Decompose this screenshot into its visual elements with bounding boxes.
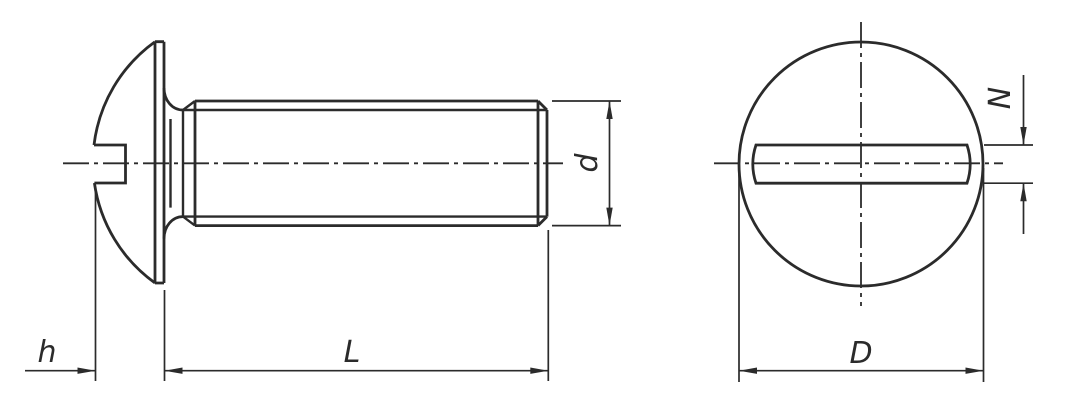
head-circle [737, 40, 985, 288]
dimension-h: h [25, 188, 97, 381]
head-dome-arc [92, 40, 156, 285]
dimension-big-d-arrow-left [739, 367, 757, 374]
dimension-d-label: d [570, 153, 605, 173]
dimension-big-d-label: D [849, 336, 872, 371]
dimension-l-label: L [344, 335, 361, 370]
dimension-l-arrow-right [530, 367, 549, 374]
thread-runout-diagonals [182, 100, 196, 227]
head-slot-profile [94, 143, 127, 185]
threaded-shank [181, 99, 549, 227]
thread-minor-lines [183, 108, 547, 218]
dimension-h-label: h [37, 335, 56, 370]
dimension-d-arrow-down [606, 207, 613, 226]
shank-end-chamfer [536, 100, 549, 227]
dimension-n-arrow-down [1020, 127, 1027, 145]
side-view [63, 40, 563, 285]
dimension-h-arrow [77, 367, 96, 374]
dimension-l: L [163, 230, 550, 381]
dimension-n: N [983, 75, 1033, 234]
head-slot-front [751, 143, 972, 185]
front-view [714, 22, 1003, 306]
dimension-n-arrow-up [1020, 183, 1027, 202]
underhead-fillet-bottom [162, 215, 184, 239]
dimension-n-label: N [983, 87, 1018, 109]
underhead-fillet-top [162, 87, 184, 112]
head-face-rim [153, 40, 166, 285]
dimension-l-extension-lines [163, 230, 550, 381]
dimension-d: d [552, 100, 621, 227]
dimension-n-extension-lines [984, 144, 1033, 185]
dimension-l-arrow-left [164, 367, 183, 374]
dimension-d-arrow-up [606, 101, 613, 119]
dimension-big-d-extension-lines [738, 168, 985, 382]
dimension-big-d: D [738, 168, 985, 382]
thread-major-lines [195, 99, 538, 227]
dimension-big-d-arrow-right [965, 367, 984, 374]
